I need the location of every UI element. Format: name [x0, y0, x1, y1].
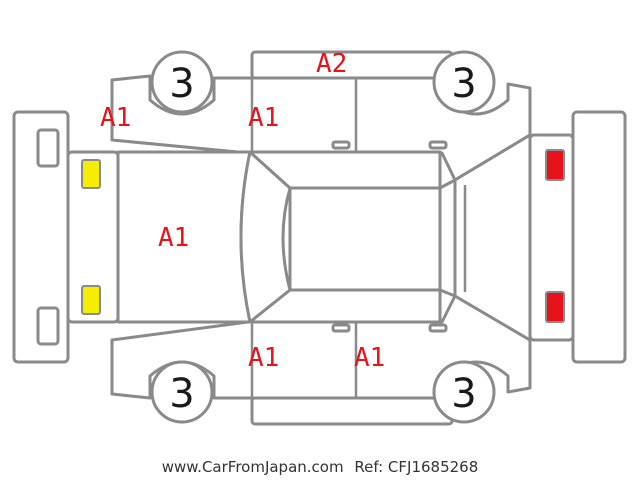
wheel-badge-text: 3 [451, 61, 476, 107]
wheel-badge-rear-left: 3 [432, 50, 496, 114]
wheel-badge-text: 3 [169, 61, 194, 107]
wheel-badge-text: 3 [169, 371, 194, 417]
wheel-badge-rear-right: 3 [432, 360, 496, 424]
front-lamp-left [81, 159, 101, 189]
damage-code-front-left-fender: A1 [100, 103, 131, 133]
rear-lid [528, 133, 575, 342]
damage-code-front-left-door: A1 [248, 103, 279, 133]
damage-code-left-side-panel: A2 [316, 49, 347, 79]
cabin-top [239, 133, 532, 342]
hood [66, 150, 252, 324]
footer-reference: Ref: CFJ1685268 [354, 458, 478, 476]
damage-code-front-right-door: A1 [248, 343, 279, 373]
damage-code-rear-right-door: A1 [354, 343, 385, 373]
damage-code-hood: A1 [158, 223, 189, 253]
rear-bumper [571, 110, 627, 364]
front-lamp-right [81, 285, 101, 315]
rear-lamp-left [545, 149, 565, 181]
wheel-badge-front-left: 3 [150, 50, 214, 114]
svg-text:www.CarFromJapan.com Ref:: www.CarFromJapan.com Ref: CFJ1685268 [162, 458, 479, 476]
wheel-badge-front-right: 3 [150, 360, 214, 424]
rear-lamp-right [545, 291, 565, 323]
wheel-badge-text: 3 [451, 371, 476, 417]
right-body-side [110, 292, 532, 426]
footer-website: www.CarFromJapan.com [162, 458, 344, 476]
front-bumper [12, 110, 70, 364]
